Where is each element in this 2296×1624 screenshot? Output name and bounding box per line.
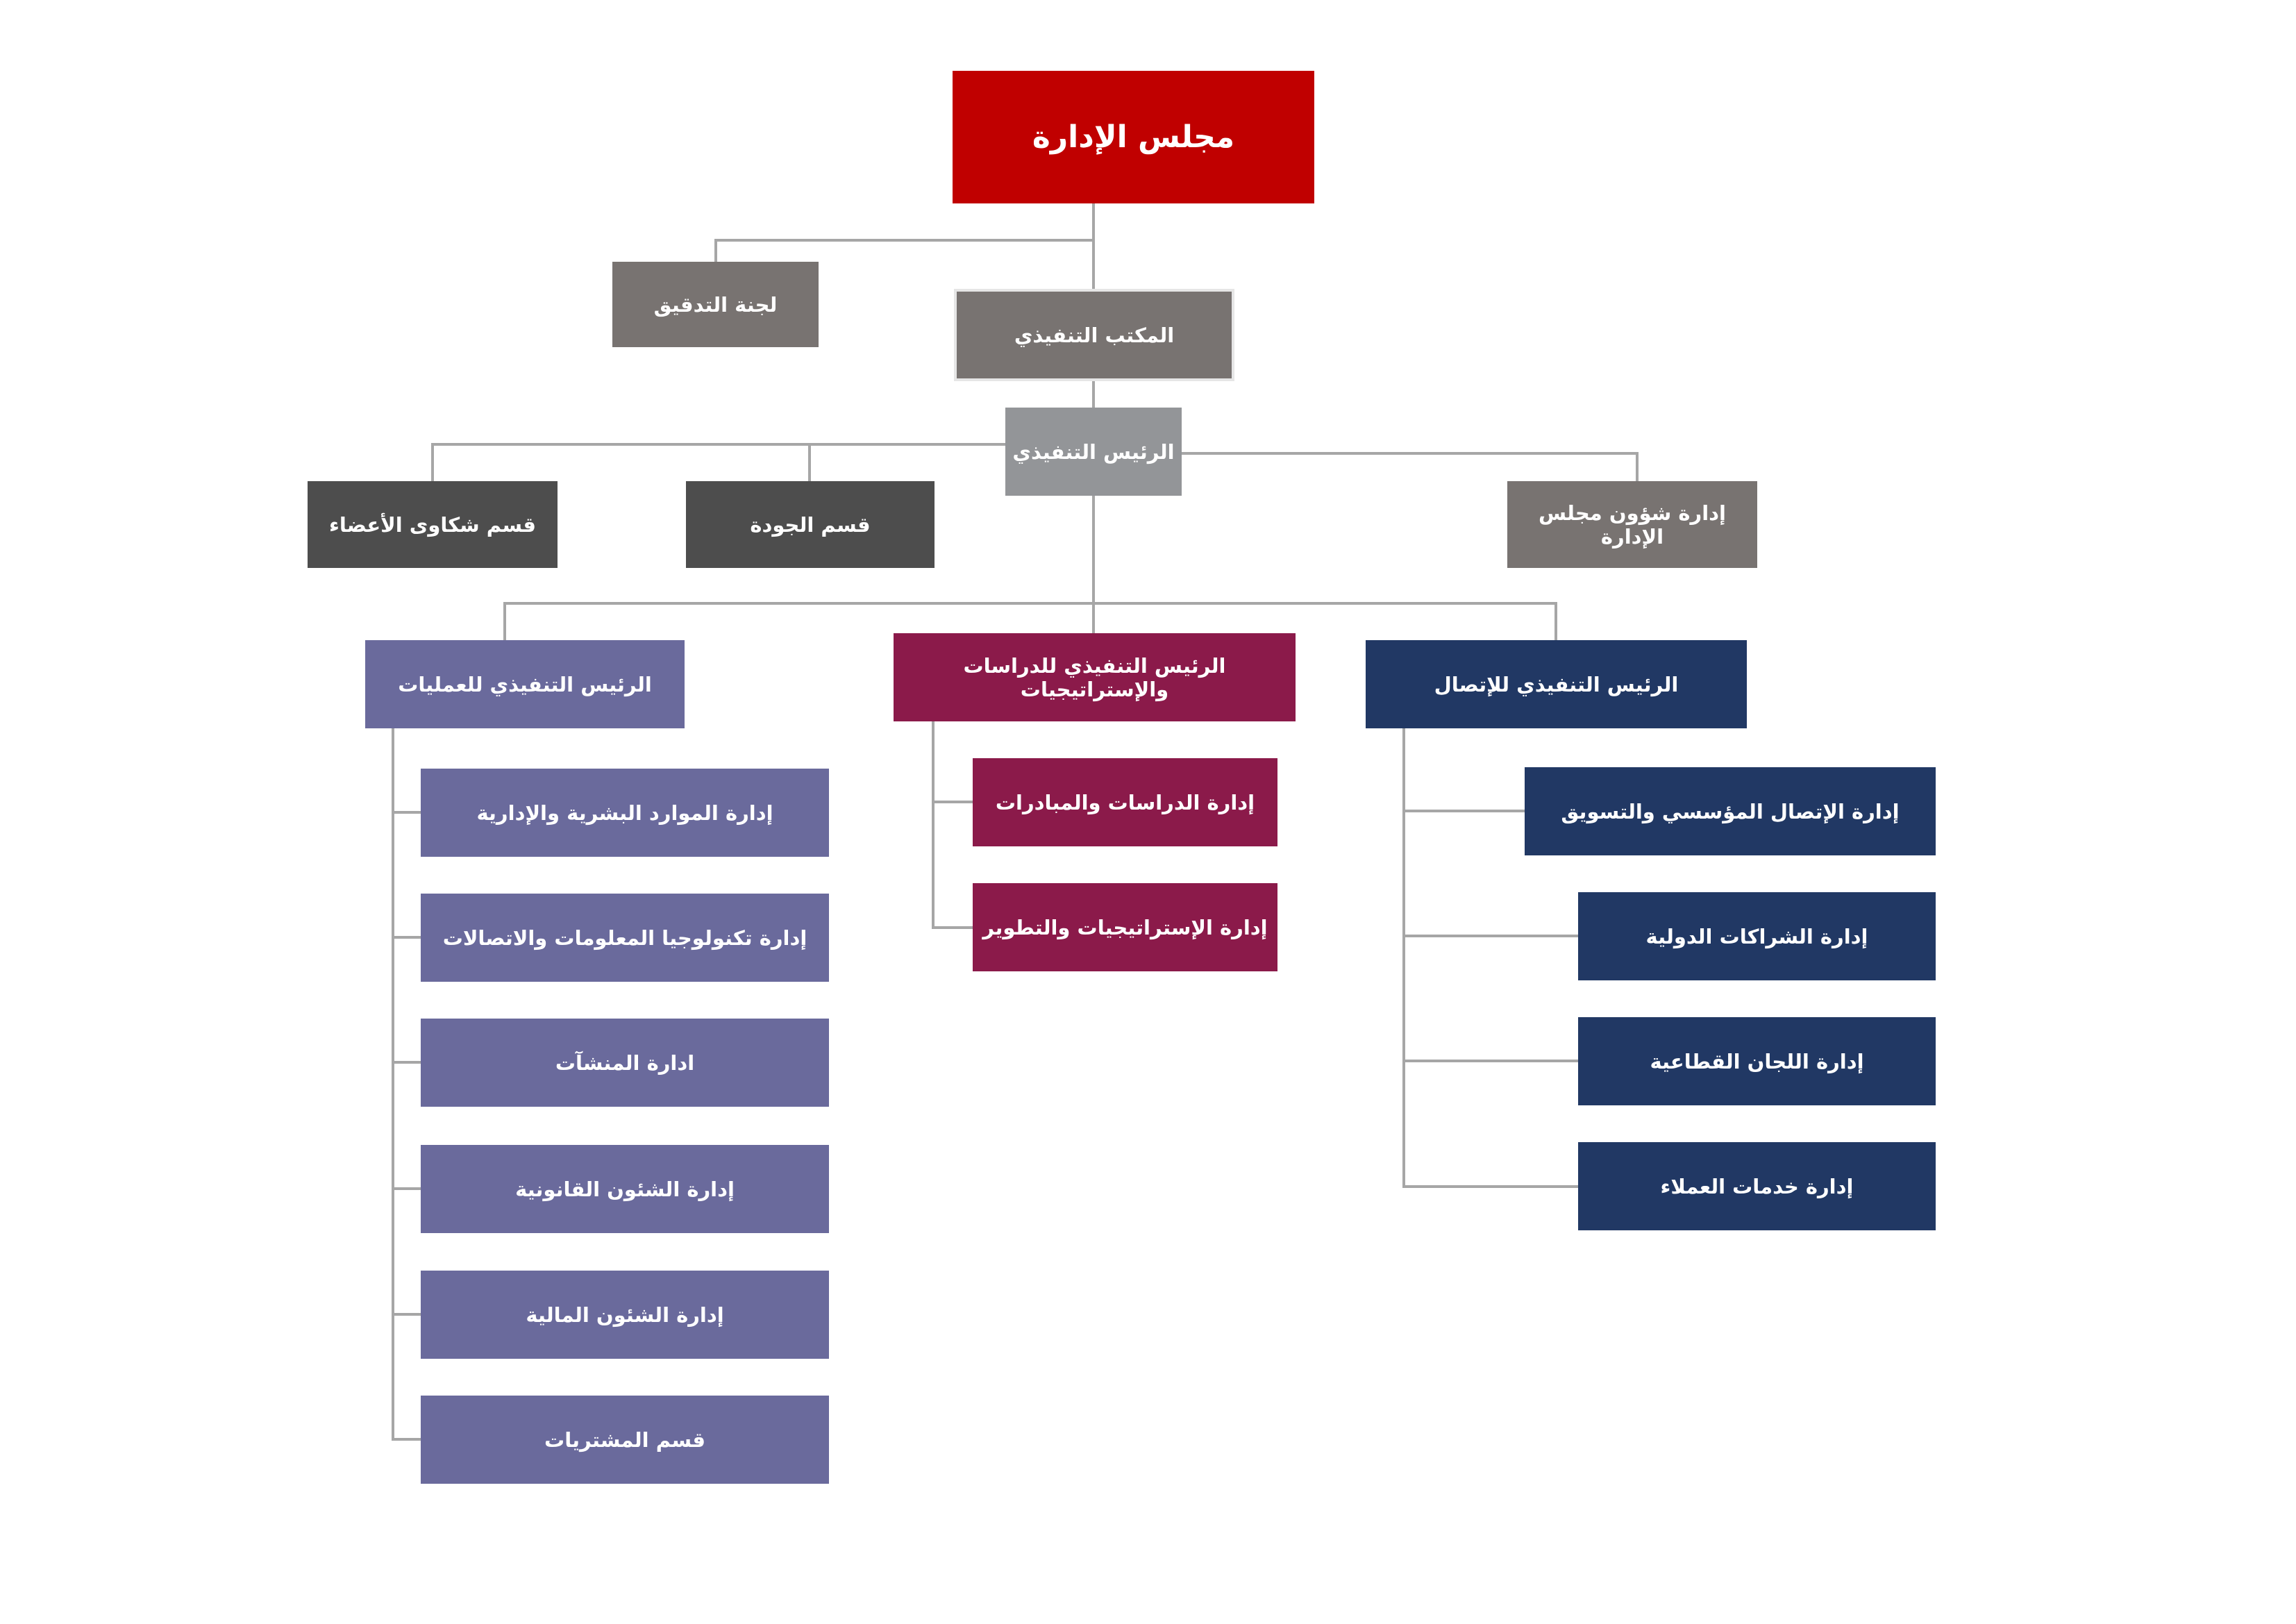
communication-dept-box: إدارة خدمات العملاء [1578, 1142, 1936, 1230]
operations-dept-box: قسم المشتريات [421, 1396, 829, 1484]
connector [392, 811, 421, 814]
connector [392, 936, 421, 939]
audit-committee-box: لجنة التدقيق [612, 262, 819, 347]
studies-dept-box: إدارة الإستراتيجيات والتطوير [973, 883, 1277, 971]
connector [1092, 496, 1095, 635]
operations-dept-box: إدارة تكنولوجيا المعلومات والاتصالات [421, 894, 829, 982]
connector [932, 926, 973, 929]
connector [392, 728, 394, 1441]
communication-dept-box: إدارة الشراكات الدولية [1578, 892, 1936, 980]
communication-dept-box: إدارة الإتصال المؤسسي والتسويق [1525, 767, 1936, 855]
connector [503, 602, 506, 641]
connector [1182, 452, 1639, 455]
connector [808, 443, 811, 482]
operations-dept-box: إدارة الموارد البشرية والإدارية [421, 769, 829, 857]
quality-box: قسم الجودة [686, 481, 935, 568]
connector [714, 239, 717, 262]
connector [431, 443, 434, 482]
connector [392, 1061, 421, 1064]
studies-dept-box: إدارة الدراسات والمبادرات [973, 758, 1277, 846]
connector [505, 602, 1557, 605]
member-complaints-box: قسم شكاوى الأعضاء [308, 481, 558, 568]
operations-ceo-box: الرئيس التنفيذي للعمليات [365, 640, 685, 728]
connector [392, 1438, 421, 1441]
connector [1555, 602, 1557, 641]
communication-ceo-box: الرئيس التنفيذي للإتصال [1366, 640, 1747, 728]
board-of-directors-box: مجلس الإدارة [953, 71, 1314, 203]
operations-dept-box: ادارة المنشآت [421, 1019, 829, 1107]
connector [392, 1187, 421, 1190]
studies-ceo-box: الرئيس التنفيذي للدراسات والإستراتيجيات [894, 633, 1296, 721]
executive-office-box: المكتب التنفيذي [954, 289, 1234, 381]
connector [932, 721, 935, 929]
connector [1402, 1185, 1579, 1188]
communication-dept-box: إدارة اللجان القطاعية [1578, 1017, 1936, 1105]
connector [1402, 810, 1525, 812]
ceo-box: الرئيس التنفيذي [1005, 408, 1182, 496]
connector [1636, 452, 1639, 482]
connector [932, 801, 973, 803]
connector [1402, 1060, 1579, 1062]
board-affairs-box: إدارة شؤون مجلس الإدارة [1507, 481, 1757, 568]
connector [433, 443, 1006, 446]
connector [1402, 935, 1579, 937]
operations-dept-box: إدارة الشئون المالية [421, 1271, 829, 1359]
connector [392, 1313, 421, 1316]
connector [716, 239, 1095, 242]
connector [1402, 728, 1405, 1188]
operations-dept-box: إدارة الشئون القانونية [421, 1145, 829, 1233]
